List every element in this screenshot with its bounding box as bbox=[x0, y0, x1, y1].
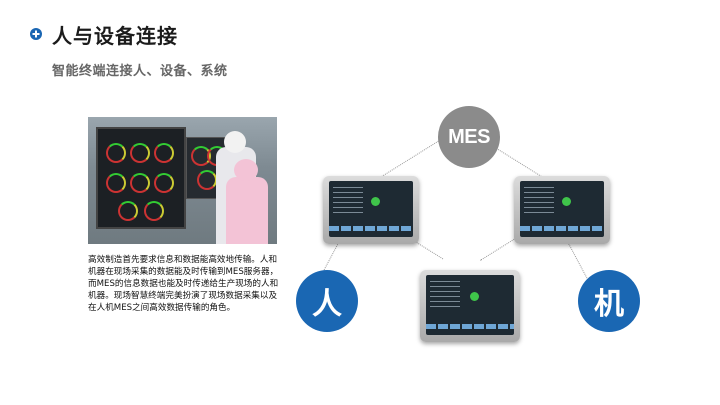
worker-head bbox=[224, 131, 246, 153]
page-title: 人与设备连接 bbox=[52, 23, 178, 48]
mes-node: MES bbox=[438, 106, 500, 168]
terminal-tablet-right bbox=[514, 176, 610, 244]
page-subtitle: 智能终端连接人、设备、系统 bbox=[52, 64, 228, 79]
factory-photo bbox=[88, 117, 277, 244]
person-node: 人 bbox=[296, 270, 358, 332]
title-row: 人与设备连接 bbox=[30, 20, 178, 48]
terminal-tablet-left bbox=[323, 176, 419, 244]
worker-head bbox=[234, 159, 258, 181]
terminal-tablet-bottom bbox=[420, 270, 520, 342]
plus-circle-icon bbox=[30, 28, 42, 40]
description-text: 高效制造首先要求信息和数据能高效地传输。人和机器在现场采集的数据能及时传输到ME… bbox=[88, 255, 279, 313]
worker-figure bbox=[226, 177, 268, 244]
machine-node: 机 bbox=[578, 270, 640, 332]
dashboard-screen bbox=[96, 127, 186, 229]
